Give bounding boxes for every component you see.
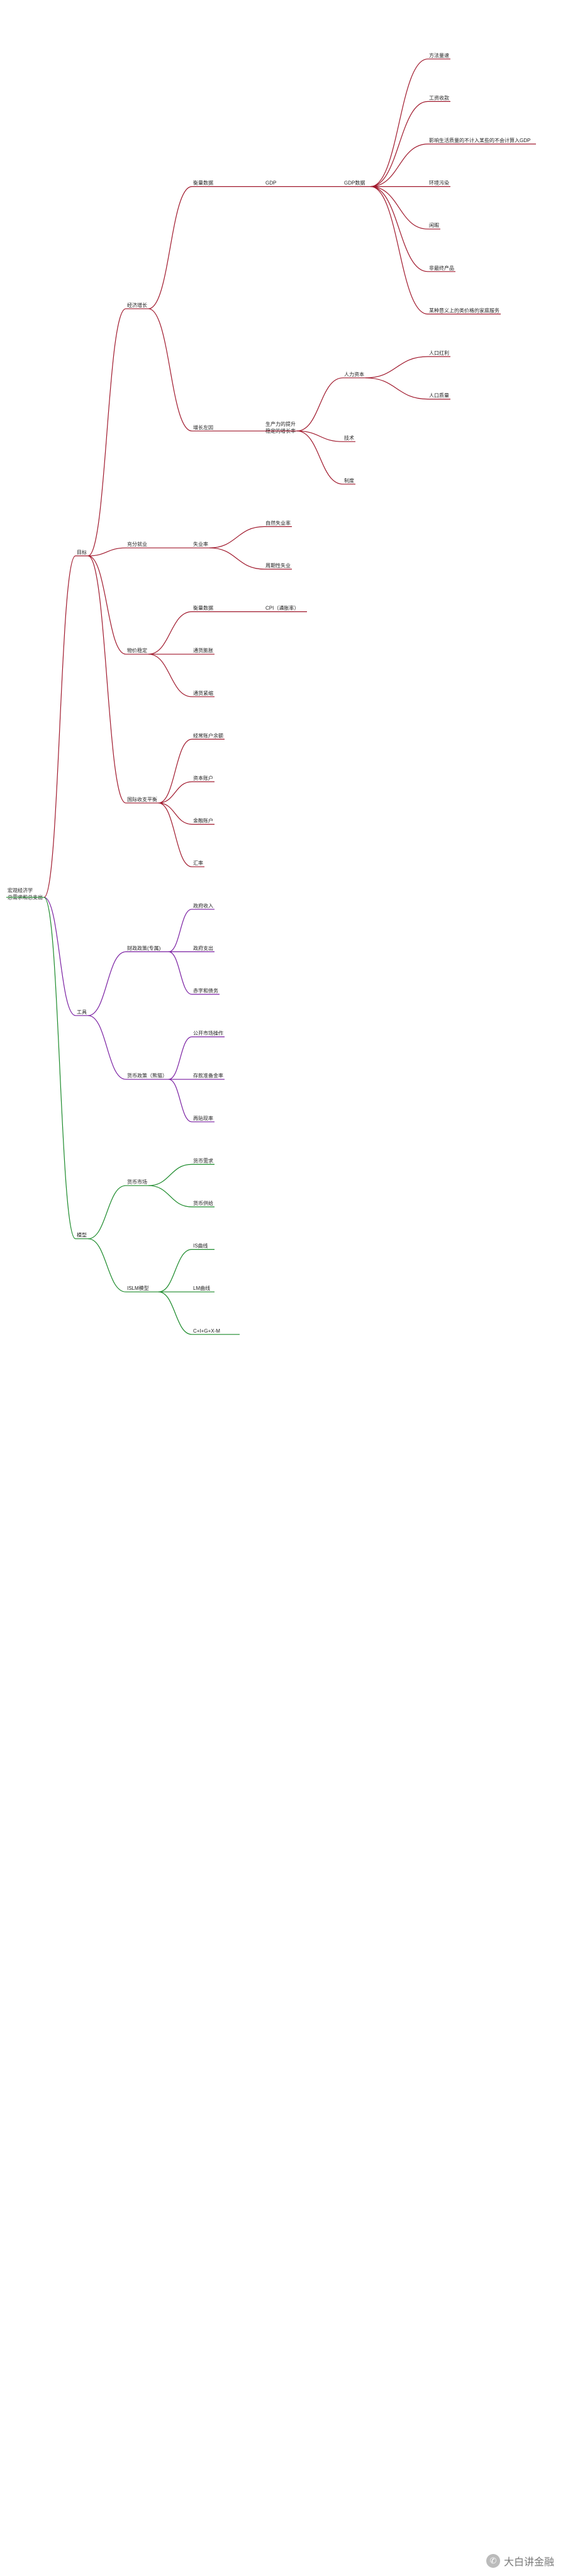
branch-connector	[87, 1015, 126, 1080]
node: 某种意义上的类价格的家庭服务	[429, 307, 499, 313]
node: 货币供给	[193, 1200, 213, 1206]
node: 通货膨胀	[193, 647, 213, 653]
branch-connector	[87, 555, 126, 804]
node: 周期性失业	[265, 562, 291, 569]
node: 自然失业率	[265, 519, 291, 526]
node: 货币需求	[193, 1157, 213, 1163]
branch-connector	[168, 1036, 192, 1080]
node: 制度	[344, 477, 354, 484]
branch-connector	[158, 781, 192, 804]
node: GDP	[265, 180, 276, 186]
branch-connector	[365, 356, 428, 379]
node: 存款准备金率	[193, 1072, 223, 1079]
node: 闲暇	[429, 223, 439, 228]
node: 方法量速	[429, 52, 449, 58]
branch-connector	[87, 308, 126, 557]
wechat-icon: ✆	[486, 2554, 500, 2568]
branch-connector	[370, 143, 428, 187]
node: 政府收入	[193, 902, 213, 909]
node: 货币市场	[127, 1179, 147, 1185]
node: 资本账户	[193, 775, 213, 781]
node: 公开市场操作	[193, 1030, 223, 1036]
node: 工具	[77, 1009, 87, 1015]
branch-connector	[370, 186, 428, 230]
node: GDP数据	[344, 180, 365, 186]
branch-connector	[158, 1249, 192, 1292]
node: 人口质量	[429, 392, 449, 399]
branch-connector	[168, 1079, 192, 1123]
branch-connector	[148, 653, 192, 697]
node: LM曲线	[193, 1285, 210, 1291]
branch-connector	[370, 186, 428, 272]
branch-connector	[87, 547, 126, 557]
branch-connector	[43, 555, 76, 898]
watermark-text: 大白讲金融	[503, 2557, 554, 2568]
branch-connector	[87, 1185, 126, 1240]
watermark: ✆ 大白讲金融	[486, 2553, 554, 2568]
branch-connector	[209, 547, 265, 570]
node: 技术	[344, 435, 354, 441]
branch-connector	[87, 555, 126, 655]
node: 目标	[77, 549, 87, 555]
branch-connector	[148, 1185, 192, 1208]
node: 模型	[77, 1232, 87, 1238]
node: 非最终产品	[429, 265, 454, 271]
branch-connector	[296, 430, 343, 442]
root-node: 宏观经济学总需求和总支出	[8, 887, 43, 900]
node: 货币政策（熊猫）	[127, 1072, 167, 1079]
node: 增长左因	[193, 424, 213, 430]
branch-connector	[148, 611, 192, 655]
node: 再贴现率	[193, 1115, 213, 1121]
branch-connector	[87, 951, 126, 1016]
node: 通货紧缩	[193, 690, 213, 696]
node: 人口红利	[429, 350, 449, 356]
node: 充分就业	[127, 541, 147, 547]
branch-connector	[370, 186, 428, 314]
branch-connector	[370, 101, 428, 187]
branch-connector	[158, 802, 192, 867]
branch-connector	[148, 1163, 192, 1186]
node: 环境污染	[429, 180, 449, 186]
node: CPI（通胀率）	[265, 605, 299, 611]
branch-connector	[43, 897, 76, 1016]
node: 政府支出	[193, 945, 213, 951]
node: 财政政策(专属)	[127, 945, 161, 951]
branch-connector	[296, 377, 343, 431]
node: 工资收款	[429, 94, 449, 101]
branch-connector	[365, 377, 428, 400]
node: 人力资本	[344, 371, 364, 377]
branch-connector	[168, 909, 192, 952]
node: 汇率	[193, 860, 203, 866]
branch-connector	[296, 430, 343, 485]
node: 赤字和债务	[193, 987, 218, 994]
node: 衡量数据	[193, 605, 213, 611]
branch-connector	[87, 1238, 126, 1292]
branch-connector	[158, 738, 192, 804]
branch-connector	[370, 58, 428, 187]
node: ISLM模型	[127, 1285, 149, 1291]
branch-connector	[158, 1291, 192, 1335]
branch-connector	[148, 308, 192, 431]
branch-connector	[43, 897, 76, 1240]
node: 生产力的提升稳定的增长率	[265, 421, 296, 434]
node: 影响生活质量的不计入某些的不会计算入GDP	[429, 137, 530, 143]
node: 衡量数据	[193, 180, 213, 186]
node: C+I+G+X-M	[193, 1328, 220, 1334]
node: 金融账户	[193, 818, 213, 824]
branch-connector	[168, 951, 192, 995]
branch-connector	[209, 526, 265, 548]
node: 经常账户余额	[193, 732, 223, 738]
node: 经济增长	[127, 302, 147, 308]
node: 国际收支平衡	[127, 796, 157, 802]
branch-connector	[158, 802, 192, 825]
branch-connector	[148, 186, 192, 309]
node: IS曲线	[193, 1243, 208, 1249]
node: 失业率	[193, 541, 208, 547]
node: 物价稳定	[127, 647, 147, 653]
